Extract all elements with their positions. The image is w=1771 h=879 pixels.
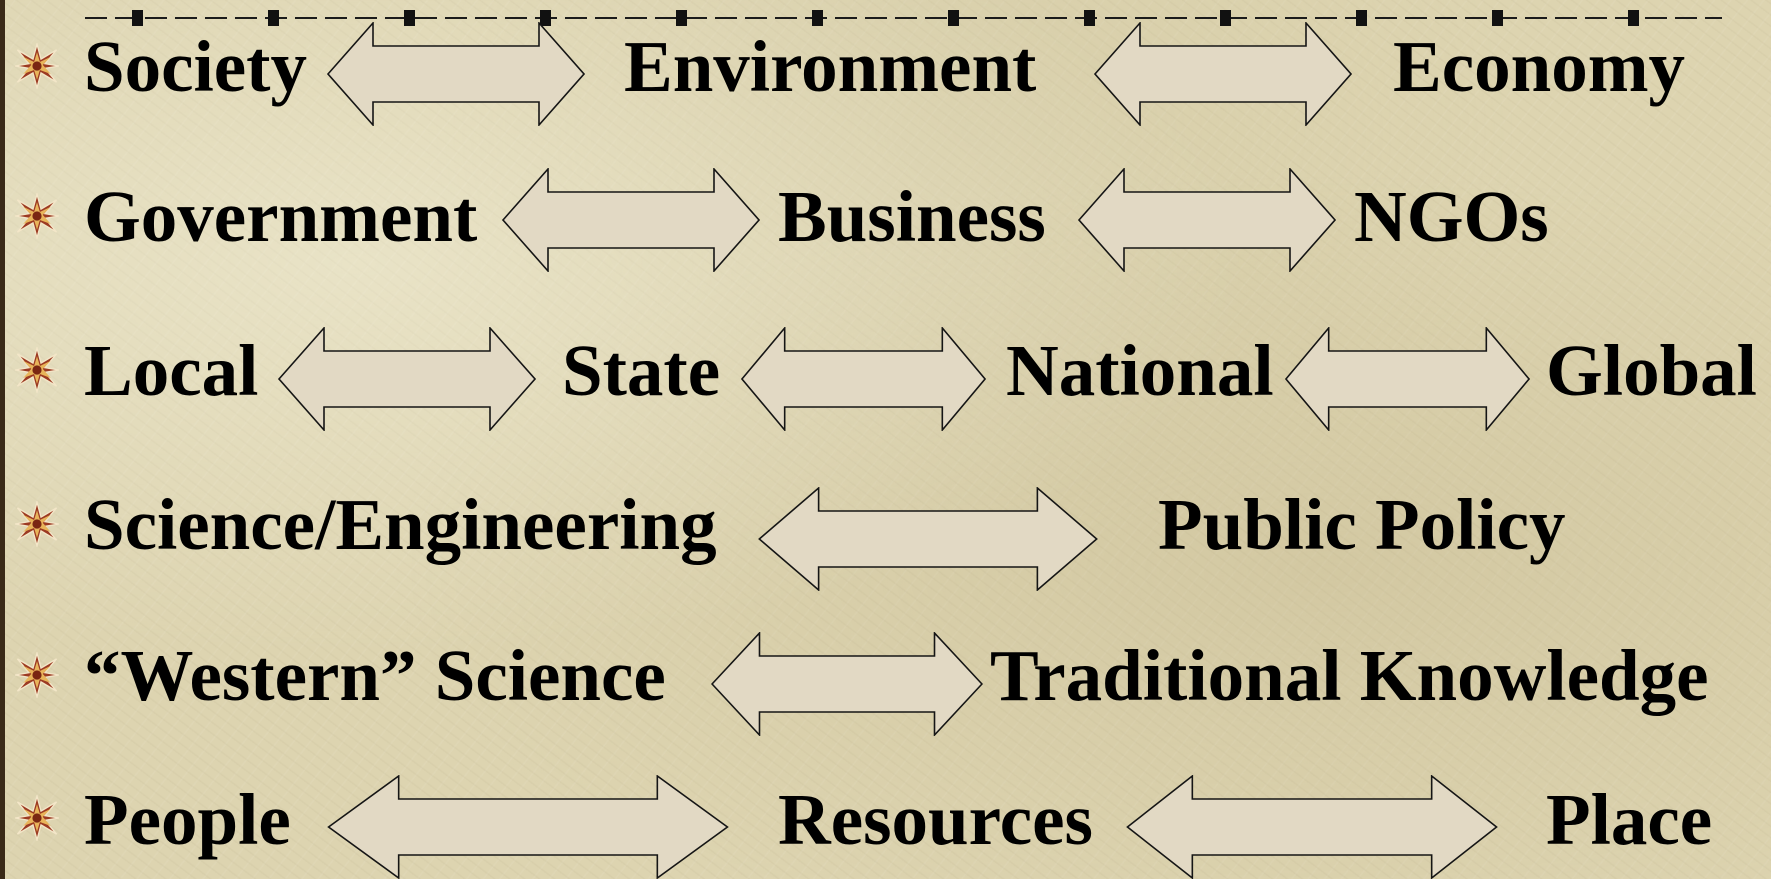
double-arrow-icon bbox=[758, 487, 1098, 591]
double-arrow-icon bbox=[502, 168, 760, 272]
term: NGOs bbox=[1354, 176, 1549, 257]
list-item: “Western” Science Traditional Knowledge bbox=[0, 630, 1771, 740]
double-arrow-icon bbox=[1126, 775, 1498, 879]
double-arrow-icon bbox=[327, 775, 729, 879]
term: Environment bbox=[624, 26, 1037, 107]
star-burst-icon bbox=[14, 501, 60, 547]
star-burst-icon bbox=[14, 795, 60, 841]
term: Business bbox=[778, 176, 1046, 257]
term: Government bbox=[84, 176, 478, 257]
star-burst-icon bbox=[14, 43, 60, 89]
double-arrow-icon bbox=[1078, 168, 1336, 272]
double-arrow-icon bbox=[278, 327, 536, 431]
star-burst-icon bbox=[14, 193, 60, 239]
term: Science/Engineering bbox=[84, 484, 717, 565]
list-item: Society Environment Economy bbox=[0, 12, 1771, 122]
decorative-dashed-rule bbox=[85, 10, 1722, 26]
term: Society bbox=[84, 26, 307, 107]
star-burst-icon bbox=[14, 652, 60, 698]
slide-left-border bbox=[0, 0, 5, 879]
list-item: Government Business NGOs bbox=[0, 162, 1771, 272]
star-burst-icon bbox=[14, 347, 60, 393]
list-item: Science/Engineering Public Policy bbox=[0, 478, 1771, 588]
term: State bbox=[562, 330, 721, 411]
double-arrow-icon bbox=[327, 22, 585, 126]
list-item: People Resources Place bbox=[0, 775, 1771, 879]
term: “Western” Science bbox=[84, 635, 666, 716]
term: Local bbox=[84, 330, 259, 411]
term: Global bbox=[1546, 330, 1757, 411]
term: National bbox=[1006, 330, 1274, 411]
double-arrow-icon bbox=[741, 327, 986, 431]
term: Place bbox=[1546, 779, 1713, 860]
term: People bbox=[84, 779, 291, 860]
double-arrow-icon bbox=[1094, 22, 1352, 126]
term: Resources bbox=[778, 779, 1093, 860]
double-arrow-icon bbox=[711, 632, 983, 736]
term: Traditional Knowledge bbox=[990, 635, 1709, 716]
double-arrow-icon bbox=[1285, 327, 1530, 431]
term: Public Policy bbox=[1158, 484, 1566, 565]
list-item: Local State National Global bbox=[0, 320, 1771, 430]
term: Economy bbox=[1393, 26, 1685, 107]
